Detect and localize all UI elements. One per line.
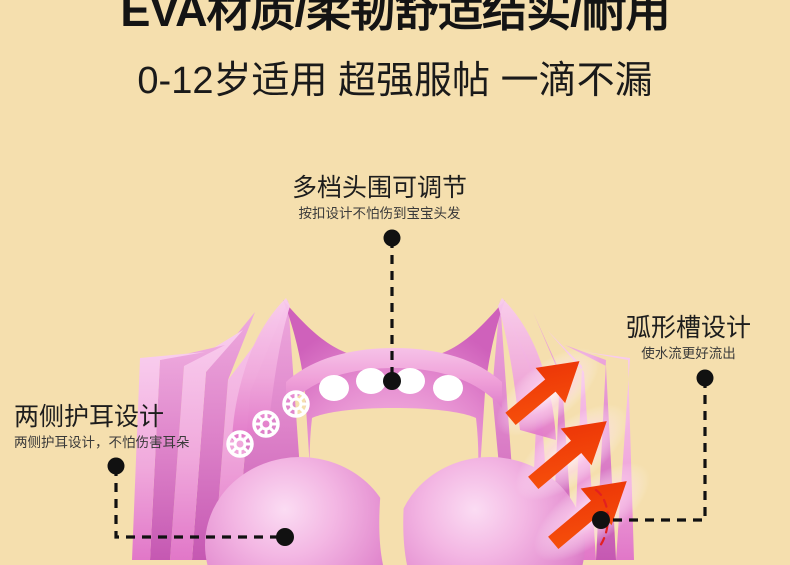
snap-buttons: [226, 390, 310, 458]
callout-ear-protection: 两侧护耳设计 两侧护耳设计，不怕伤害耳朵: [14, 403, 190, 451]
callout-curved-groove: 弧形槽设计 使水流更好流出: [626, 314, 751, 362]
callout-right-title: 弧形槽设计: [626, 314, 752, 342]
callout-right-subtitle: 使水流更好流出: [641, 345, 736, 361]
callout-top-title: 多档头围可调节: [292, 174, 468, 202]
product-lobe-left: [232, 298, 290, 440]
callout-left-subtitle: 两侧护耳设计，不怕伤害耳朵: [14, 434, 190, 450]
page-subheadline: 0-12岁适用 超强服帖 一滴不漏: [137, 60, 653, 102]
callout-adjustable-head-circumference: 多档头围可调节 按扣设计不怕伤到宝宝头发: [292, 174, 467, 222]
flow-arrow-2: [528, 421, 607, 489]
flow-arrow-1: [505, 361, 580, 426]
page-headline: EVA材质/柔韧舒适结实/耐用: [120, 0, 670, 36]
callout-left-title: 两侧护耳设计: [14, 403, 165, 431]
adjustable-headband: [286, 348, 502, 408]
snap-holes: [319, 368, 463, 401]
callout-top-subtitle: 按扣设计不怕伤到宝宝头发: [298, 205, 461, 221]
